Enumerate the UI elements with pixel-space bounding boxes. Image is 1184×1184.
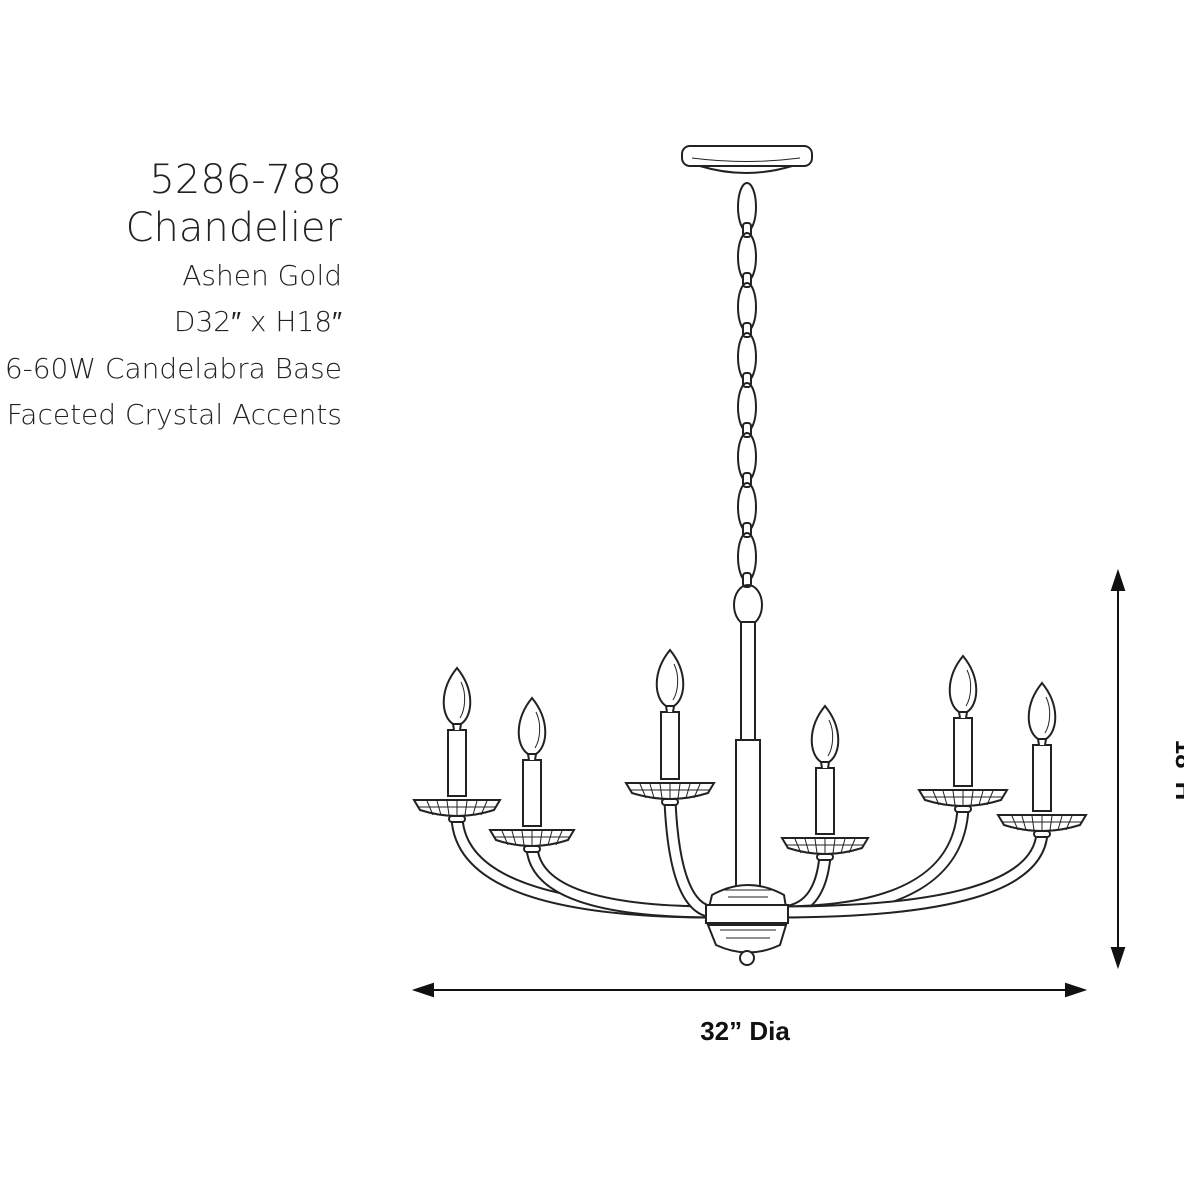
bulb-highlight — [534, 711, 541, 749]
candle-sleeve — [660, 711, 680, 780]
crystal-facet — [1049, 815, 1053, 831]
crystal-facet — [942, 790, 948, 806]
crystal-facet — [446, 800, 450, 816]
crystal-facet — [848, 838, 856, 854]
crystal-facet — [840, 838, 846, 854]
crystal-facet — [547, 830, 553, 846]
crystal-facet — [480, 800, 488, 816]
candle — [488, 696, 576, 853]
crystal-facet — [1031, 815, 1035, 831]
arrow-right-icon — [1065, 982, 1088, 998]
candle — [412, 666, 502, 823]
cup-collar — [816, 853, 834, 861]
crystal-facet — [1011, 815, 1019, 831]
crystal-facet — [1065, 815, 1073, 831]
crystal-facet — [814, 838, 818, 854]
arrow-down-icon — [1110, 947, 1126, 970]
bulb-flame — [948, 654, 978, 713]
bulb-flame — [442, 666, 472, 725]
crystal-facet — [693, 783, 701, 799]
canopy — [681, 145, 813, 174]
candle — [780, 704, 870, 861]
feature: Faceted Crystal Accents — [6, 398, 342, 431]
candle-sleeve — [815, 767, 835, 835]
crystal-facet — [555, 830, 563, 846]
candle-sleeve — [447, 729, 467, 797]
candle-sleeve — [1032, 744, 1052, 812]
bulb-highlight — [672, 663, 679, 701]
model-number: 5286-788 — [149, 157, 342, 203]
candle-sleeve — [953, 717, 973, 787]
crystal-facet — [677, 783, 681, 799]
stem — [740, 621, 756, 741]
cup-collar — [1033, 830, 1051, 838]
arrow-up-icon — [1110, 568, 1126, 591]
crystal-facet — [685, 783, 691, 799]
arrow-left-icon — [411, 982, 434, 998]
cup-collar — [954, 805, 972, 813]
crystal-facet — [970, 790, 974, 806]
bulbs: 6-60W Candelabra Base — [4, 352, 342, 385]
fixture-lines — [412, 145, 1088, 966]
crystal-facet — [539, 830, 543, 846]
crystal-facet — [986, 790, 994, 806]
crystal-facet — [436, 800, 442, 816]
candle — [624, 648, 716, 806]
crystal-facet — [511, 830, 517, 846]
crystal-facet — [501, 830, 509, 846]
crystal-facet — [521, 830, 525, 846]
bulb-flame — [810, 704, 840, 763]
arms — [450, 800, 1049, 919]
arm-fill — [527, 847, 716, 917]
candle — [996, 681, 1088, 838]
bulb-highlight — [827, 719, 834, 757]
ring — [733, 584, 763, 626]
crystal-facet — [649, 783, 655, 799]
finish: Ashen Gold — [182, 259, 342, 292]
size: D32″ x H18″ — [173, 305, 342, 338]
bulb-flame — [517, 696, 547, 755]
crystal-facet — [426, 800, 434, 816]
bulb-highlight — [965, 669, 972, 707]
chain-link — [742, 572, 752, 588]
candle-sleeve — [522, 759, 542, 827]
crystal-facet — [659, 783, 663, 799]
crystal-facet — [639, 783, 647, 799]
crystal-facet — [804, 838, 810, 854]
crystal-facet — [1057, 815, 1063, 831]
arm-fill — [778, 832, 1047, 917]
crystal-facet — [832, 838, 836, 854]
cup-collar — [661, 798, 679, 806]
crystal-facet — [464, 800, 468, 816]
crystal-facet — [472, 800, 478, 816]
bulb-highlight — [459, 681, 466, 719]
cup-collar — [448, 815, 466, 823]
product-type: Chandelier — [125, 205, 342, 251]
cup-collar — [523, 845, 541, 853]
candles — [412, 648, 1088, 861]
crystal-facet — [952, 790, 956, 806]
bulb-flame — [655, 648, 685, 707]
chain — [737, 182, 757, 588]
crystal-facet — [978, 790, 984, 806]
candle — [917, 654, 1009, 813]
crystal-facet — [794, 838, 802, 854]
bulb-highlight — [1044, 696, 1051, 734]
bulb-flame — [1027, 681, 1057, 740]
width-label: 32” Dia — [700, 1016, 790, 1046]
crystal-facet — [932, 790, 940, 806]
crystal-facet — [1021, 815, 1027, 831]
column — [735, 739, 761, 889]
height-label: 18”H — [1170, 740, 1184, 801]
hub — [704, 884, 790, 966]
